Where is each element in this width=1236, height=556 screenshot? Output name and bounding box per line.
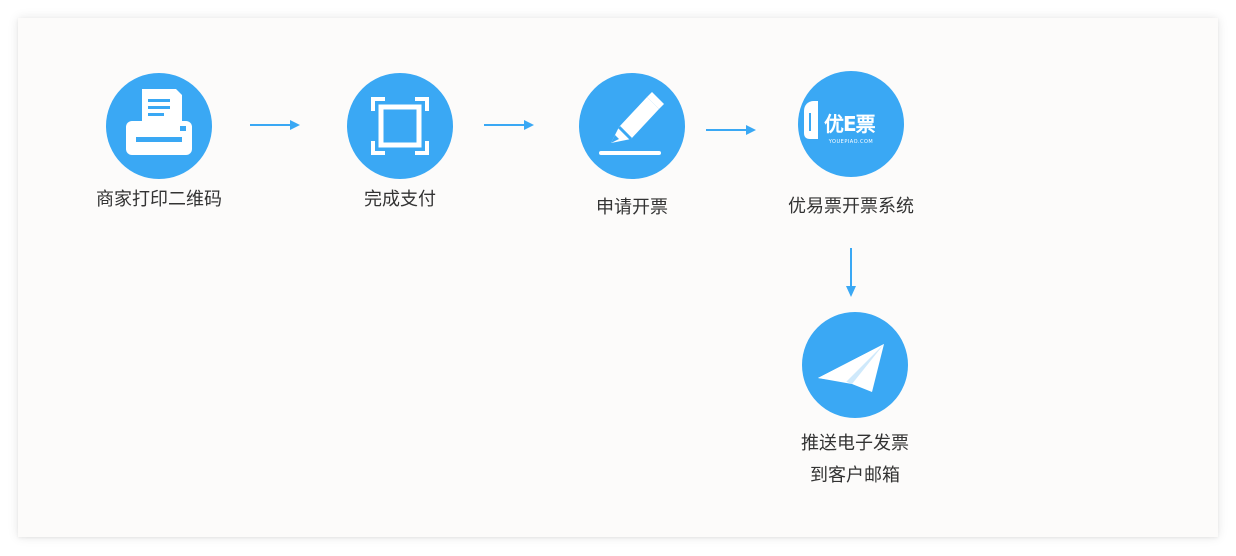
arrow-right-icon bbox=[706, 125, 756, 135]
arrow-right-icon bbox=[484, 120, 534, 130]
step-payment-label: 完成支付 bbox=[364, 189, 436, 210]
step-push-invoice-label-line1: 推送电子发票 bbox=[801, 433, 909, 454]
printer-icon bbox=[126, 89, 192, 155]
paper-plane-icon bbox=[818, 344, 884, 392]
logo-subtext: YOUEPIAO.COM bbox=[828, 139, 874, 145]
logo-text: 优E票 bbox=[824, 112, 876, 136]
pencil-icon bbox=[599, 92, 664, 155]
step-push-invoice-circle bbox=[802, 312, 908, 418]
step-push-invoice-label-line2: 到客户邮箱 bbox=[810, 465, 900, 486]
step-print-qr-circle bbox=[106, 73, 212, 179]
arrow-right-icon bbox=[250, 120, 300, 130]
step-payment-circle bbox=[347, 73, 453, 179]
step-apply-invoice-circle bbox=[579, 73, 685, 179]
step-print-qr-label: 商家打印二维码 bbox=[96, 189, 222, 210]
arrow-down-icon bbox=[846, 248, 856, 297]
step-system-circle: 优E票 YOUEPIAO.COM bbox=[798, 71, 904, 177]
flow-card: 商家打印二维码 完成支付 申请开票 bbox=[18, 18, 1218, 537]
step-apply-invoice-label: 申请开票 bbox=[596, 197, 668, 218]
youepiao-logo bbox=[804, 101, 818, 139]
scan-frame-icon bbox=[371, 97, 429, 155]
step-system-label: 优易票开票系统 bbox=[788, 196, 914, 217]
